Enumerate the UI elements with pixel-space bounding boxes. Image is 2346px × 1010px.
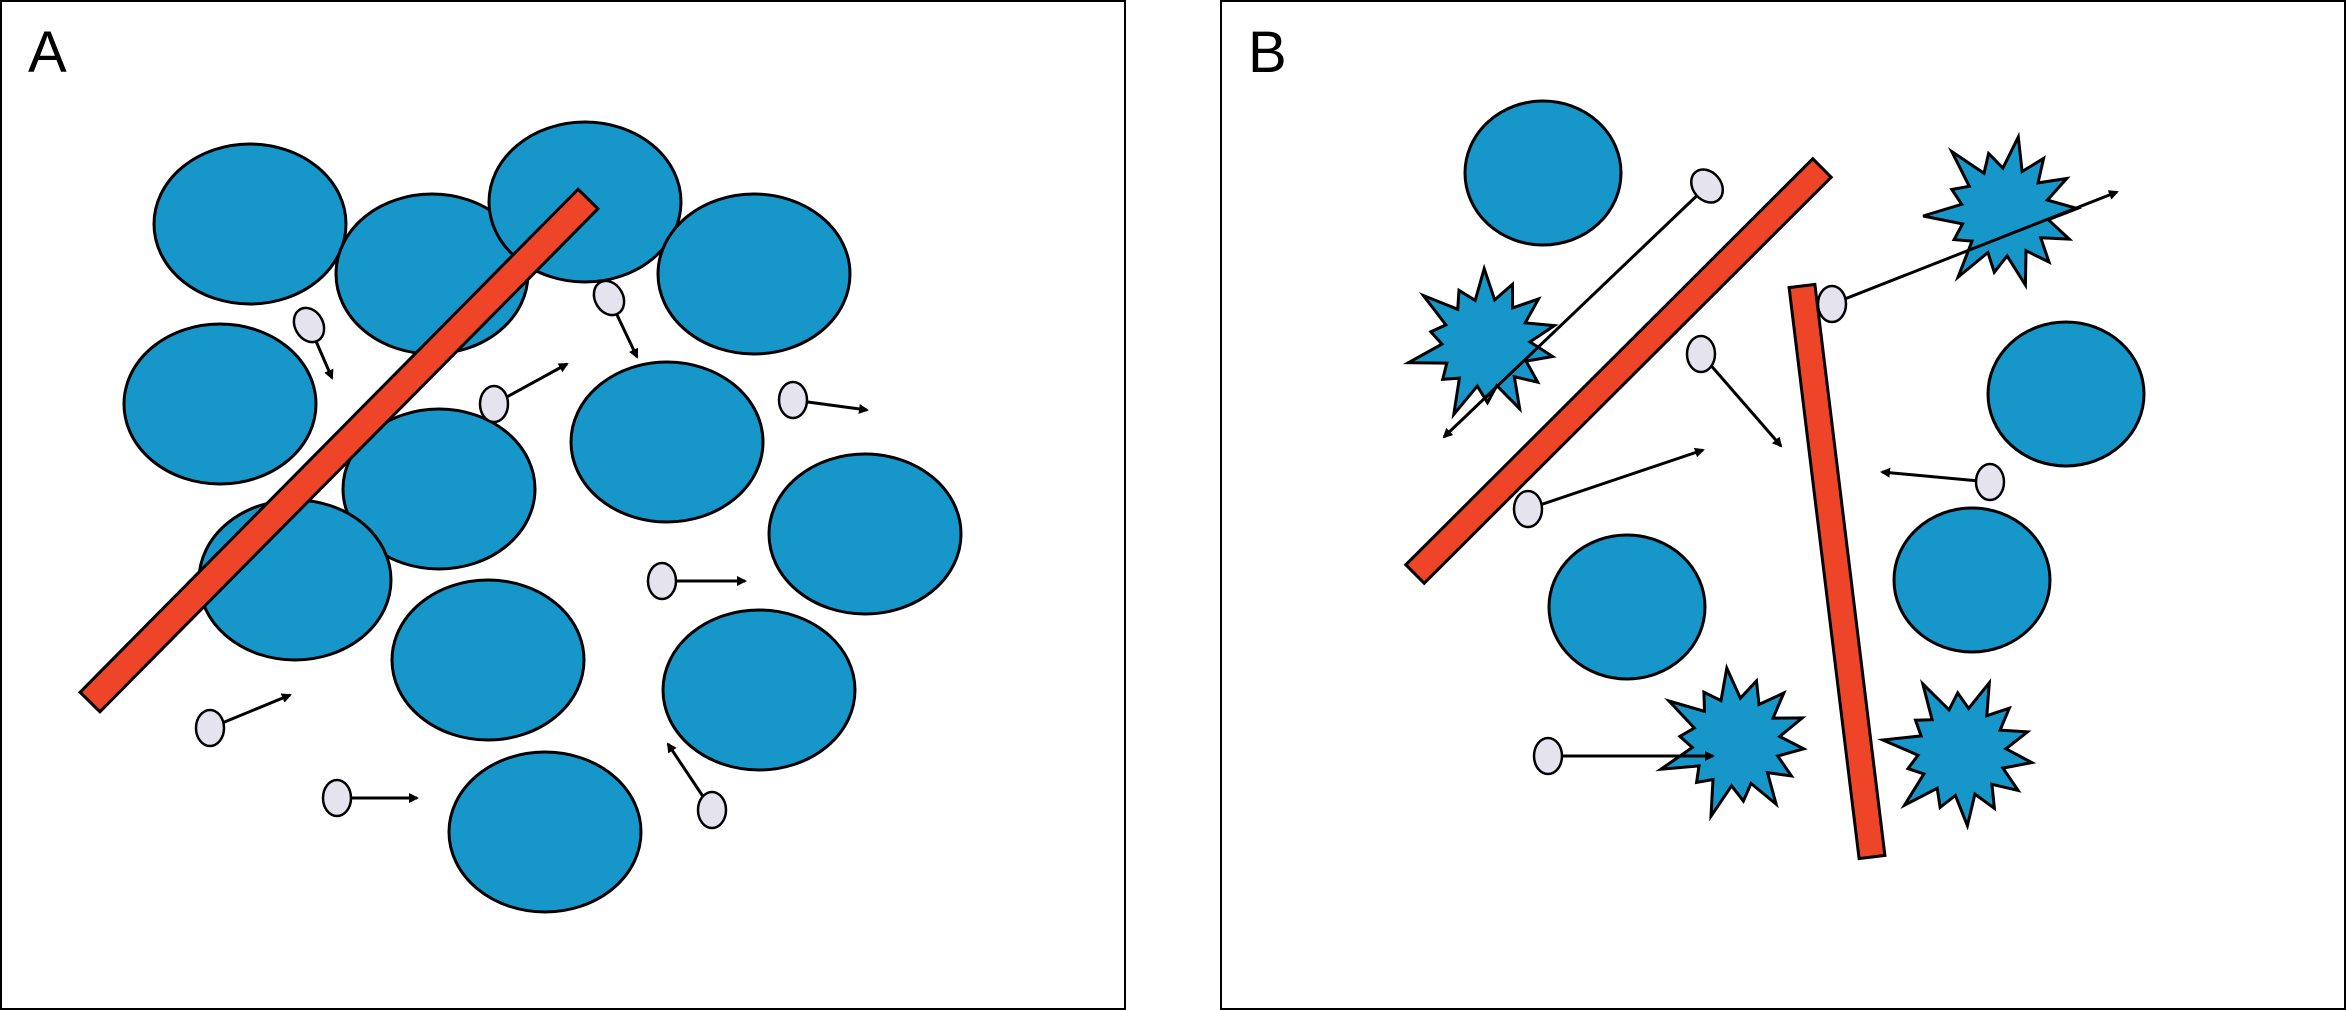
particle-oval (321, 778, 353, 818)
damaged-cell-b-2 (1922, 131, 2083, 291)
panel-a-diagram (77, 120, 963, 914)
particle-oval (1512, 489, 1544, 529)
particle-a-1 (292, 306, 334, 380)
particle-a-8 (666, 742, 728, 830)
particle-group-b (1442, 168, 2119, 776)
cell-a-12 (447, 750, 643, 914)
particle-a-6 (194, 693, 292, 748)
damaged-cell-b-3 (1655, 663, 1808, 822)
panel-label-a: A (28, 20, 67, 85)
particle-oval (696, 790, 728, 830)
particle-arrow (1442, 184, 1709, 439)
cell-a-5 (122, 322, 318, 486)
particle-oval (646, 561, 678, 601)
particle-oval (292, 306, 326, 344)
particle-a-3 (478, 362, 569, 424)
particle-a-7 (321, 778, 419, 818)
particle-arrow (1527, 447, 1705, 511)
particle-oval (1816, 284, 1848, 324)
particle-b-4 (1512, 447, 1705, 529)
particle-oval (1685, 334, 1717, 374)
cell-b-3 (1547, 533, 1707, 681)
particle-oval (1689, 168, 1725, 204)
cell-a-11 (661, 608, 857, 772)
panel-b-diagram (1402, 99, 2146, 861)
fiber-b-1 (1403, 156, 1834, 586)
particle-b-6 (1532, 736, 1715, 776)
cell-b-2 (1986, 320, 2146, 468)
cell-a-4 (656, 192, 852, 356)
fiber-group-b (1403, 156, 1887, 861)
particle-oval (1532, 736, 1564, 776)
particle-oval (194, 708, 226, 748)
particle-oval (592, 279, 626, 317)
particle-b-3 (1685, 334, 1783, 448)
cell-a-7 (569, 360, 765, 524)
particle-oval (1974, 462, 2006, 502)
cell-b-1 (1463, 99, 1623, 247)
fiber-group-a (77, 187, 601, 714)
particle-arrow (1699, 353, 1783, 448)
particle-b-2 (1816, 190, 2119, 324)
damaged-cell-b-4 (1877, 678, 2037, 831)
fiber-a (77, 187, 601, 714)
panel-b: B (1220, 0, 2346, 1010)
particle-a-5 (646, 561, 747, 601)
particle-a-4 (777, 380, 869, 420)
panel-label-b: B (1248, 20, 1287, 85)
cell-a-8 (767, 452, 963, 616)
cell-a-6 (341, 407, 537, 571)
fiber-b-2 (1787, 282, 1887, 861)
cell-b-4 (1892, 506, 2052, 654)
particle-oval (777, 380, 809, 420)
particle-arrow (1831, 190, 2119, 306)
particle-oval (478, 384, 510, 424)
damaged-cell-b-1 (1402, 263, 1559, 420)
cell-group-b (1402, 99, 2146, 831)
particle-b-1 (1442, 168, 1725, 439)
cell-a-10 (390, 578, 586, 742)
particle-arrow (1880, 467, 1991, 484)
cell-a-1 (152, 142, 348, 306)
particle-b-5 (1880, 462, 2006, 502)
panel-a: A (0, 0, 1126, 1010)
particle-group-a (194, 279, 869, 830)
particle-a-2 (592, 279, 639, 359)
